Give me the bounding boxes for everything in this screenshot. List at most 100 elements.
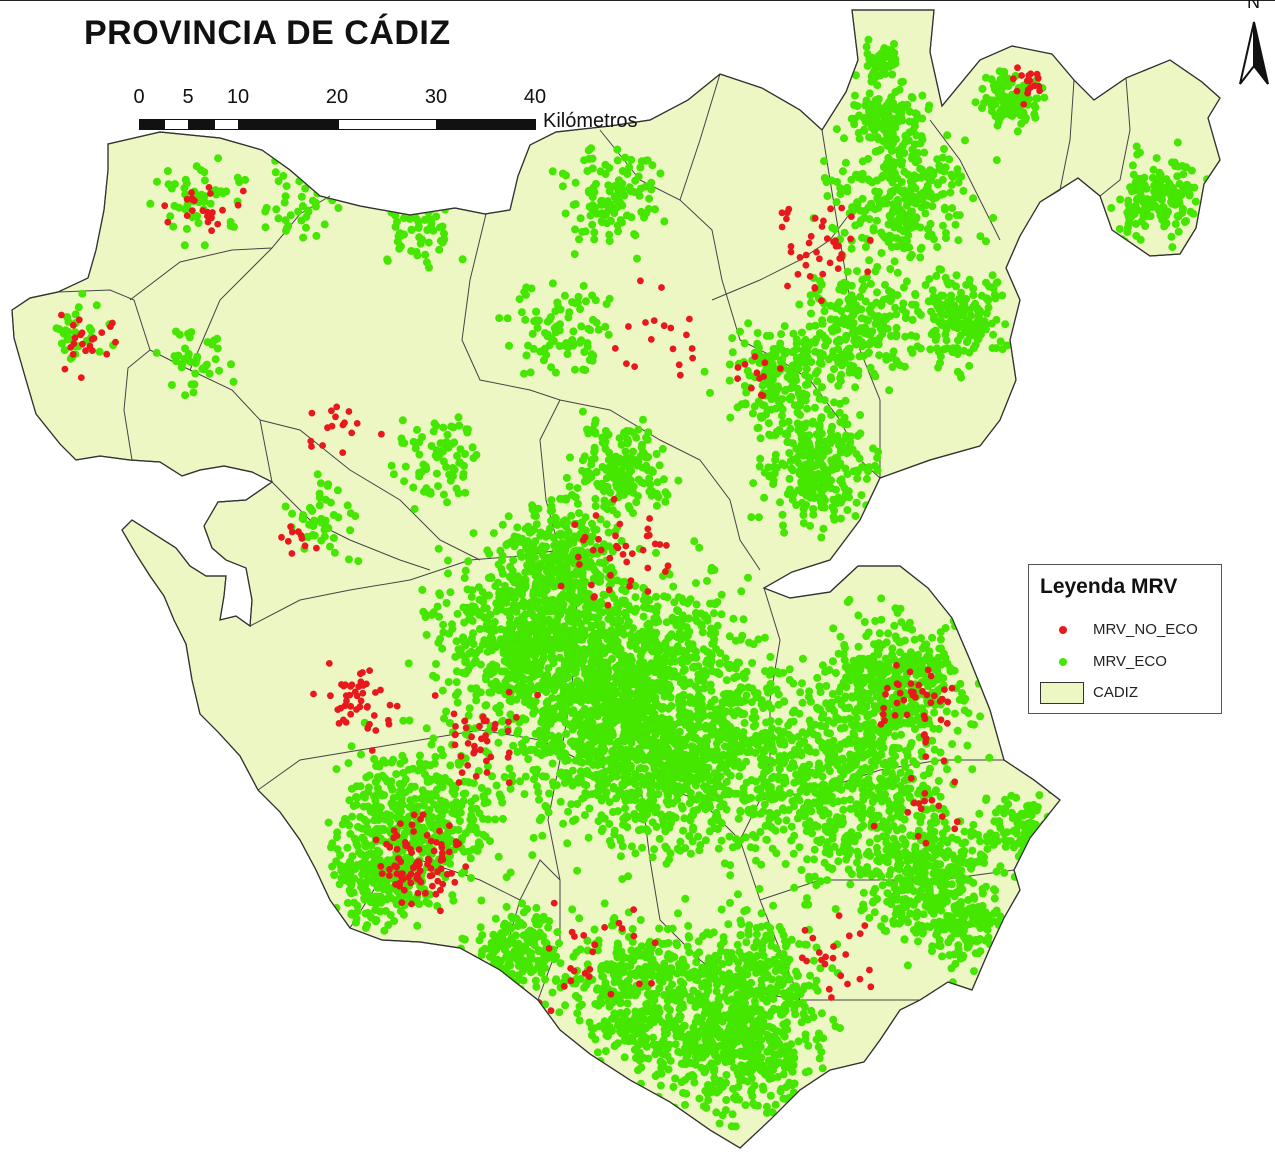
- mrv-eco-point: [601, 658, 609, 667]
- mrv-eco-point: [642, 1007, 651, 1016]
- mrv-eco-point: [586, 679, 594, 688]
- mrv-eco-point: [694, 685, 703, 694]
- mrv-eco-point: [793, 814, 802, 823]
- mrv-eco-point: [654, 642, 663, 651]
- mrv-eco-point: [612, 716, 621, 725]
- mrv-eco-point: [790, 746, 799, 754]
- mrv-eco-point: [628, 925, 637, 933]
- mrv-eco-point: [773, 1072, 782, 1081]
- mrv-eco-point: [750, 1101, 759, 1109]
- mrv-eco-point: [920, 640, 929, 649]
- mrv-eco-point: [794, 732, 803, 741]
- mrv-eco-point: [571, 669, 580, 678]
- mrv-eco-point: [461, 658, 470, 666]
- mrv-eco-point: [686, 725, 694, 734]
- mrv-eco-point: [592, 658, 601, 667]
- mrv-eco-point: [969, 619, 978, 628]
- mrv-eco-point: [506, 642, 515, 651]
- mrv-eco-point: [934, 776, 943, 785]
- mrv-eco-point: [583, 708, 592, 717]
- mrv-eco-point: [688, 653, 697, 662]
- mrv-eco-point: [672, 633, 681, 641]
- mrv-eco-point: [884, 629, 893, 638]
- mrv-eco-point: [712, 771, 721, 780]
- mrv-eco-point: [483, 616, 491, 624]
- mrv-eco-point: [720, 859, 729, 868]
- mrv-eco-point: [930, 708, 939, 717]
- mrv-eco-point: [560, 779, 569, 787]
- mrv-eco-point: [674, 1047, 683, 1056]
- mrv-eco-point: [597, 796, 606, 805]
- mrv-eco-point: [645, 684, 654, 693]
- mrv-eco-point: [707, 686, 716, 695]
- mrv-eco-point: [542, 699, 551, 707]
- mrv-eco-point: [580, 730, 589, 739]
- mrv-eco-point: [663, 1052, 672, 1060]
- mrv-eco-point: [937, 660, 946, 669]
- mrv-eco-point: [642, 695, 651, 704]
- mrv-eco-point: [762, 1108, 771, 1117]
- municipal-boundary-line: [189, 247, 273, 371]
- mrv-eco-point: [735, 772, 744, 781]
- mrv-eco-point: [677, 766, 686, 775]
- mrv-eco-point: [790, 762, 799, 771]
- mrv-eco-point: [573, 1009, 582, 1018]
- mrv-eco-point: [610, 633, 618, 642]
- mrv-eco-point: [475, 595, 484, 604]
- mrv-eco-point: [944, 864, 953, 873]
- mrv-eco-point: [883, 728, 892, 737]
- mrv-eco-point: [820, 858, 829, 867]
- mrv-eco-point: [943, 765, 951, 774]
- mrv-eco-point: [877, 594, 886, 603]
- mrv-eco-point: [542, 803, 551, 812]
- mrv-eco-point: [598, 769, 607, 778]
- mrv-eco-point: [891, 732, 899, 740]
- mrv-eco-point: [898, 824, 906, 833]
- mrv-eco-point: [803, 855, 812, 864]
- mrv-eco-point: [494, 578, 502, 587]
- mrv-eco-point: [687, 1034, 696, 1043]
- mrv-eco-point: [727, 725, 736, 734]
- mrv-eco-point: [621, 662, 630, 671]
- mrv-eco-point: [650, 991, 659, 1000]
- mrv-eco-point: [937, 847, 946, 856]
- mrv-eco-point: [896, 796, 905, 805]
- mrv-eco-point: [637, 773, 645, 781]
- mrv-eco-point: [587, 639, 596, 648]
- mrv-eco-point: [824, 823, 833, 832]
- mrv-eco-point: [434, 544, 443, 553]
- mrv-eco-point: [793, 793, 802, 802]
- mrv-eco-point: [885, 799, 894, 808]
- mrv-eco-point: [883, 852, 892, 861]
- municipal-boundary-line: [1099, 77, 1131, 197]
- mrv-eco-point: [796, 1142, 805, 1148]
- mrv-eco-point: [488, 660, 497, 669]
- mrv-eco-point: [733, 707, 742, 716]
- mrv-eco-point: [601, 1047, 610, 1056]
- mrv-eco-point: [818, 772, 827, 781]
- mrv-eco-point: [695, 543, 704, 552]
- mrv-eco-point: [834, 857, 843, 866]
- mrv-eco-point: [779, 825, 788, 834]
- mrv-eco-point: [483, 667, 491, 676]
- mrv-eco-point: [706, 680, 715, 689]
- mrv-eco-point: [624, 1088, 633, 1097]
- mrv-eco-point: [713, 621, 722, 630]
- mrv-eco-point: [592, 697, 601, 706]
- mrv-eco-point: [598, 785, 607, 794]
- mrv-eco-point: [642, 825, 651, 834]
- mrv-eco-point: [616, 1009, 625, 1017]
- mrv-eco-point: [926, 819, 935, 827]
- mrv-eco-point: [616, 852, 625, 861]
- mrv-eco-point: [836, 785, 845, 794]
- mrv-eco-point: [707, 566, 716, 575]
- mrv-eco-point: [646, 946, 655, 955]
- mrv-eco-point: [930, 745, 939, 754]
- mrv-eco-point: [529, 766, 538, 774]
- mrv-eco-point: [789, 679, 798, 688]
- mrv-eco-point: [985, 753, 994, 762]
- mrv-eco-point: [903, 748, 911, 756]
- mrv-eco-point: [751, 738, 760, 747]
- mrv-eco-point: [681, 894, 690, 903]
- mrv-eco-point: [656, 1081, 665, 1090]
